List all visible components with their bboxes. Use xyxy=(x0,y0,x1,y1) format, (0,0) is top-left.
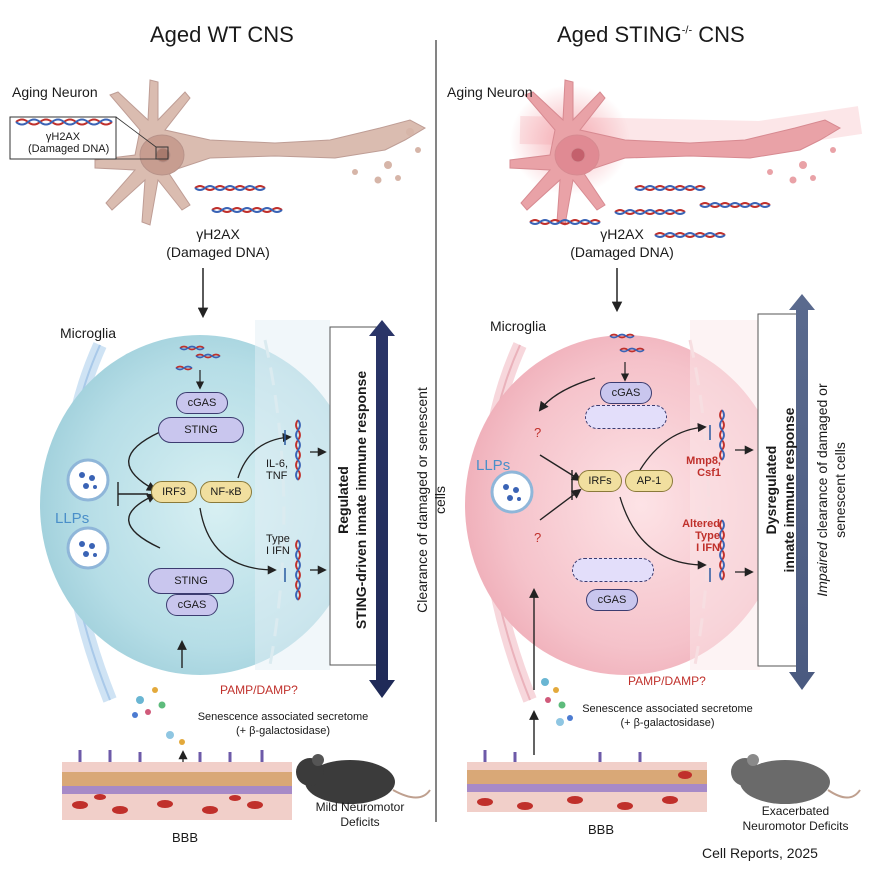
right-llps-label: LLPs xyxy=(476,457,511,474)
left-neuron-icon xyxy=(94,79,427,226)
left-aging-neuron-label: Aging Neuron xyxy=(12,84,98,100)
left-sting-bottom: STING xyxy=(148,568,234,594)
left-bbb-icon xyxy=(62,750,292,820)
right-mouse-icon xyxy=(731,754,861,804)
left-dna-strands xyxy=(194,185,283,213)
left-sting-top: STING xyxy=(158,417,244,443)
right-secretome-label: Senescence associated secretome(+ β-gala… xyxy=(582,703,753,729)
right-damaged-dna-label: γH2AX (Damaged DNA) xyxy=(570,226,674,260)
right-bbb-icon xyxy=(467,750,707,812)
right-question-1: ? xyxy=(534,425,542,440)
right-ap1: AP-1 xyxy=(625,470,673,492)
left-irf3: IRF3 xyxy=(151,481,197,503)
left-bbb-label: BBB xyxy=(172,830,199,845)
right-microglia-label: Microglia xyxy=(490,318,547,334)
left-secretome-label: Senescence associated secretome(+ β-gala… xyxy=(197,711,369,737)
right-llp-icon xyxy=(490,470,534,514)
left-pamp-damp: PAMP/DAMP? xyxy=(220,683,298,697)
right-bbb-label: BBB xyxy=(588,822,615,837)
right-sting-absent-bottom xyxy=(572,558,654,582)
left-output-il6-tnf: IL-6,TNF xyxy=(266,458,289,482)
right-question-2: ? xyxy=(534,530,542,545)
right-neuron-icon xyxy=(509,79,842,226)
left-nfkb: NF-κB xyxy=(200,481,252,503)
right-clearance-text: Impaired clearance of damaged or senesce… xyxy=(814,383,848,597)
right-panel-title: Aged STING-/- CNS xyxy=(557,22,745,47)
right-cgas-top: cGAS xyxy=(600,382,652,404)
left-response-box xyxy=(329,326,379,666)
right-dna-strands xyxy=(529,185,771,238)
right-cgas-bottom: cGAS xyxy=(586,589,638,611)
left-secretome-particles xyxy=(132,687,185,745)
left-mouse-icon xyxy=(296,754,431,804)
right-pamp-damp: PAMP/DAMP? xyxy=(628,674,706,688)
right-bidirectional-arrow xyxy=(789,294,815,690)
left-panel-title: Aged WT CNS xyxy=(150,22,294,47)
left-llps-label: LLPs xyxy=(55,510,90,527)
left-bidirectional-arrow xyxy=(369,320,395,698)
left-cgas-top: cGAS xyxy=(176,392,228,414)
right-aging-neuron-label: Aging Neuron xyxy=(447,84,533,100)
left-damaged-dna-label: γH2AX (Damaged DNA) xyxy=(166,226,270,260)
right-secretome-particles xyxy=(541,678,573,726)
left-llp-icons xyxy=(66,458,110,570)
right-sting-absent-top xyxy=(585,405,667,429)
left-inset-label: γH2AX (Damaged DNA) xyxy=(28,131,110,155)
left-microglia-label: Microglia xyxy=(60,325,117,341)
left-cgas-bottom: cGAS xyxy=(166,594,218,616)
citation: Cell Reports, 2025 xyxy=(702,845,818,861)
right-output-mmp8-csf1: Mmp8,Csf1 xyxy=(686,455,721,479)
right-irfs: IRFs xyxy=(578,470,622,492)
